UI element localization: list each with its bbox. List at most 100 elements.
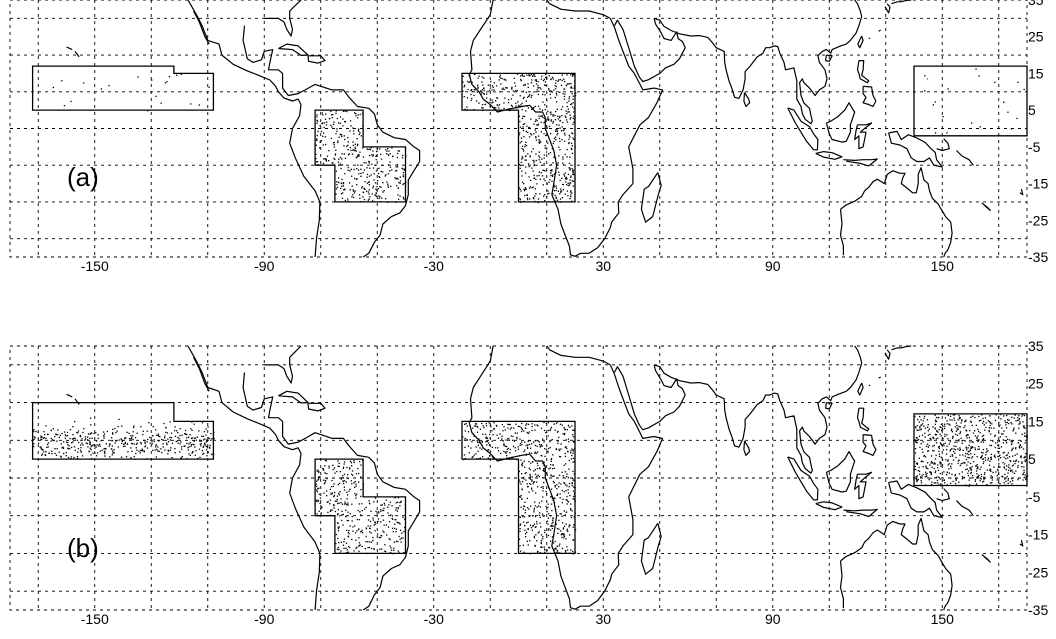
observation-point bbox=[481, 444, 482, 445]
observation-point bbox=[943, 449, 944, 450]
observation-point bbox=[569, 163, 570, 164]
observation-point bbox=[930, 438, 931, 439]
observation-point bbox=[564, 175, 565, 176]
observation-point bbox=[536, 83, 537, 84]
observation-point bbox=[550, 175, 551, 176]
observation-point bbox=[568, 439, 569, 440]
coastline bbox=[547, 346, 611, 365]
observation-point bbox=[465, 438, 466, 439]
observation-point bbox=[351, 480, 352, 481]
observation-point bbox=[338, 493, 339, 494]
observation-point bbox=[103, 431, 104, 432]
observation-point bbox=[1023, 448, 1024, 449]
observation-point bbox=[402, 184, 403, 185]
observation-point bbox=[529, 94, 530, 95]
observation-point bbox=[359, 461, 360, 462]
observation-point bbox=[946, 446, 947, 447]
observation-point bbox=[563, 475, 564, 476]
observation-point bbox=[573, 524, 574, 525]
observation-point bbox=[981, 474, 982, 475]
observation-point bbox=[955, 457, 956, 458]
observation-point bbox=[556, 448, 557, 449]
observation-point bbox=[965, 421, 966, 422]
observation-point bbox=[384, 190, 385, 191]
observation-point bbox=[956, 442, 957, 443]
observation-point bbox=[553, 121, 554, 122]
region-central-pacific bbox=[33, 403, 214, 460]
observation-point bbox=[90, 424, 91, 425]
observation-point bbox=[983, 439, 984, 440]
observation-point bbox=[204, 438, 205, 439]
observation-point bbox=[995, 442, 996, 443]
observation-point bbox=[933, 438, 934, 439]
observation-point bbox=[507, 428, 508, 429]
observation-point bbox=[317, 469, 318, 470]
observation-point bbox=[471, 98, 472, 99]
observation-point bbox=[978, 439, 979, 440]
observation-point bbox=[536, 120, 537, 121]
observation-point bbox=[324, 122, 325, 123]
observation-point bbox=[531, 168, 532, 169]
observation-point bbox=[337, 523, 338, 524]
observation-point bbox=[376, 170, 377, 171]
observation-point bbox=[1010, 461, 1011, 462]
observation-point bbox=[932, 437, 933, 438]
observation-point bbox=[375, 182, 376, 183]
observation-point bbox=[400, 539, 401, 540]
observation-point bbox=[485, 434, 486, 435]
observation-point bbox=[527, 132, 528, 133]
observation-point bbox=[555, 80, 556, 81]
observation-point bbox=[363, 172, 364, 173]
observation-point bbox=[561, 472, 562, 473]
observation-point bbox=[562, 502, 563, 503]
observation-point bbox=[572, 138, 573, 139]
observation-point bbox=[479, 76, 480, 77]
observation-point bbox=[188, 443, 189, 444]
observation-point bbox=[938, 470, 939, 471]
observation-point bbox=[344, 501, 345, 502]
observation-point bbox=[929, 445, 930, 446]
observation-point bbox=[919, 474, 920, 475]
observation-point bbox=[338, 159, 339, 160]
observation-point bbox=[470, 90, 471, 91]
observation-point bbox=[342, 504, 343, 505]
observation-point bbox=[544, 532, 545, 533]
observation-point bbox=[158, 440, 159, 441]
observation-point bbox=[931, 474, 932, 475]
observation-point bbox=[953, 418, 954, 419]
observation-point bbox=[530, 180, 531, 181]
observation-point bbox=[524, 530, 525, 531]
observation-point bbox=[988, 458, 989, 459]
observation-point bbox=[185, 430, 186, 431]
observation-point bbox=[81, 438, 82, 439]
observation-point bbox=[386, 534, 387, 535]
observation-point bbox=[124, 438, 125, 439]
observation-point bbox=[339, 503, 340, 504]
observation-point bbox=[556, 86, 557, 87]
observation-point bbox=[358, 173, 359, 174]
observation-point bbox=[338, 547, 339, 548]
observation-point bbox=[208, 426, 209, 427]
observation-point bbox=[43, 438, 44, 439]
observation-point bbox=[538, 116, 539, 117]
observation-point bbox=[41, 455, 42, 456]
observation-point bbox=[541, 165, 542, 166]
observation-point bbox=[390, 186, 391, 187]
observation-point bbox=[135, 437, 136, 438]
observation-point bbox=[992, 441, 993, 442]
observation-point bbox=[572, 478, 573, 479]
observation-point bbox=[97, 452, 98, 453]
observation-point bbox=[1008, 480, 1009, 481]
observation-point bbox=[1011, 417, 1012, 418]
observation-point bbox=[925, 476, 926, 477]
observation-point bbox=[539, 159, 540, 160]
observation-point bbox=[539, 531, 540, 532]
observation-point bbox=[366, 167, 367, 168]
observation-point bbox=[397, 522, 398, 523]
observation-point bbox=[326, 122, 327, 123]
observation-point bbox=[521, 80, 522, 81]
observation-point bbox=[991, 458, 992, 459]
observation-point bbox=[534, 502, 535, 503]
observation-point bbox=[541, 540, 542, 541]
observation-point bbox=[151, 441, 152, 442]
